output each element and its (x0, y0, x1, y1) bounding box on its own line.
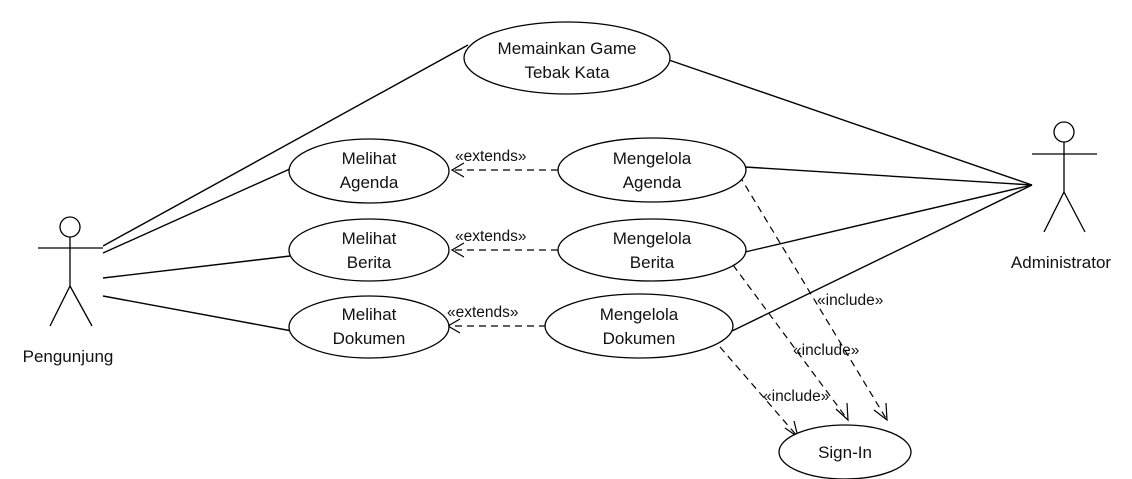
use-case-melihat-dokumen-line2: Dokumen (333, 329, 406, 348)
include-line-dokumen (719, 346, 799, 438)
use-case-sign-in-shape (778, 424, 912, 479)
extends-arrowhead-berita (450, 242, 465, 258)
use-case-memainkan-game-shape (463, 21, 671, 95)
use-case-sign-in-label: Sign-In (818, 443, 872, 462)
use-case-mengelola-berita-shape (557, 218, 747, 282)
assoc-pengunjung-melihat-berita (102, 255, 291, 279)
extends-label-agenda: «extends» (455, 148, 527, 165)
include-dependencies: «include» «include» «include» (719, 164, 888, 439)
extends-dependencies: «extends» «extends» «extends» (446, 148, 558, 334)
stick-figure-icon (1032, 121, 1097, 233)
include-label-agenda: «include» (817, 292, 883, 309)
use-case-melihat-agenda-line2: Agenda (340, 173, 399, 192)
include-arrowhead-berita (835, 402, 849, 422)
use-case-mengelola-berita-line2: Berita (630, 253, 675, 272)
use-case-mengelola-dokumen[interactable]: Mengelola Dokumen (544, 293, 734, 359)
extends-arrowhead-agenda (450, 162, 465, 178)
assoc-admin-mengelola-berita (744, 184, 1033, 253)
actor-administrator[interactable]: Administrator (1011, 121, 1111, 272)
use-case-memainkan-game-line1: Memainkan Game (498, 39, 637, 58)
assoc-admin-mengelola-dokumen (731, 184, 1033, 332)
use-case-mengelola-dokumen-line1: Mengelola (600, 305, 679, 324)
use-case-melihat-berita-shape (288, 218, 450, 282)
use-case-mengelola-dokumen-shape (544, 293, 734, 359)
use-case-melihat-berita-line1: Melihat (342, 229, 397, 248)
extends-label-berita: «extends» (455, 228, 527, 245)
actor-pengunjung-label: Pengunjung (23, 347, 114, 366)
actor-pengunjung[interactable]: Pengunjung (23, 216, 114, 366)
use-case-melihat-berita-line2: Berita (347, 253, 392, 272)
use-case-melihat-dokumen-shape (288, 295, 450, 359)
use-case-melihat-agenda-line1: Melihat (342, 149, 397, 168)
use-case-melihat-agenda-shape (288, 138, 450, 204)
assoc-pengunjung-melihat-dokumen (102, 295, 293, 332)
use-case-mengelola-agenda-line1: Mengelola (613, 149, 692, 168)
assoc-admin-mengelola-agenda (744, 166, 1033, 186)
use-case-memainkan-game[interactable]: Memainkan Game Tebak Kata (463, 21, 671, 95)
stick-figure-icon (38, 216, 103, 327)
include-line-agenda (732, 164, 888, 421)
use-case-melihat-berita[interactable]: Melihat Berita (288, 218, 450, 282)
use-case-sign-in[interactable]: Sign-In (778, 424, 912, 479)
use-case-mengelola-dokumen-line2: Dokumen (603, 329, 676, 348)
use-case-melihat-agenda[interactable]: Melihat Agenda (288, 138, 450, 204)
extends-label-dokumen: «extends» (447, 304, 519, 321)
use-case-memainkan-game-line2: Tebak Kata (524, 63, 610, 82)
assoc-pengunjung-melihat-agenda (102, 167, 293, 254)
use-case-melihat-dokumen-line1: Melihat (342, 305, 397, 324)
include-label-berita: «include» (793, 342, 859, 359)
use-case-melihat-dokumen[interactable]: Melihat Dokumen (288, 295, 450, 359)
include-line-berita (732, 264, 849, 421)
use-case-mengelola-agenda[interactable]: Mengelola Agenda (557, 137, 747, 203)
use-case-mengelola-agenda-line2: Agenda (623, 173, 682, 192)
include-label-dokumen: «include» (763, 388, 829, 405)
actor-administrator-label: Administrator (1011, 253, 1111, 272)
use-case-mengelola-berita[interactable]: Mengelola Berita (557, 218, 747, 282)
include-arrowhead-agenda (873, 402, 888, 422)
use-case-mengelola-agenda-shape (557, 137, 747, 203)
assoc-admin-memainkan-game (665, 58, 1033, 186)
use-case-mengelola-berita-line1: Mengelola (613, 229, 692, 248)
association-lines (102, 44, 1033, 332)
assoc-pengunjung-memainkan-game (102, 44, 469, 247)
